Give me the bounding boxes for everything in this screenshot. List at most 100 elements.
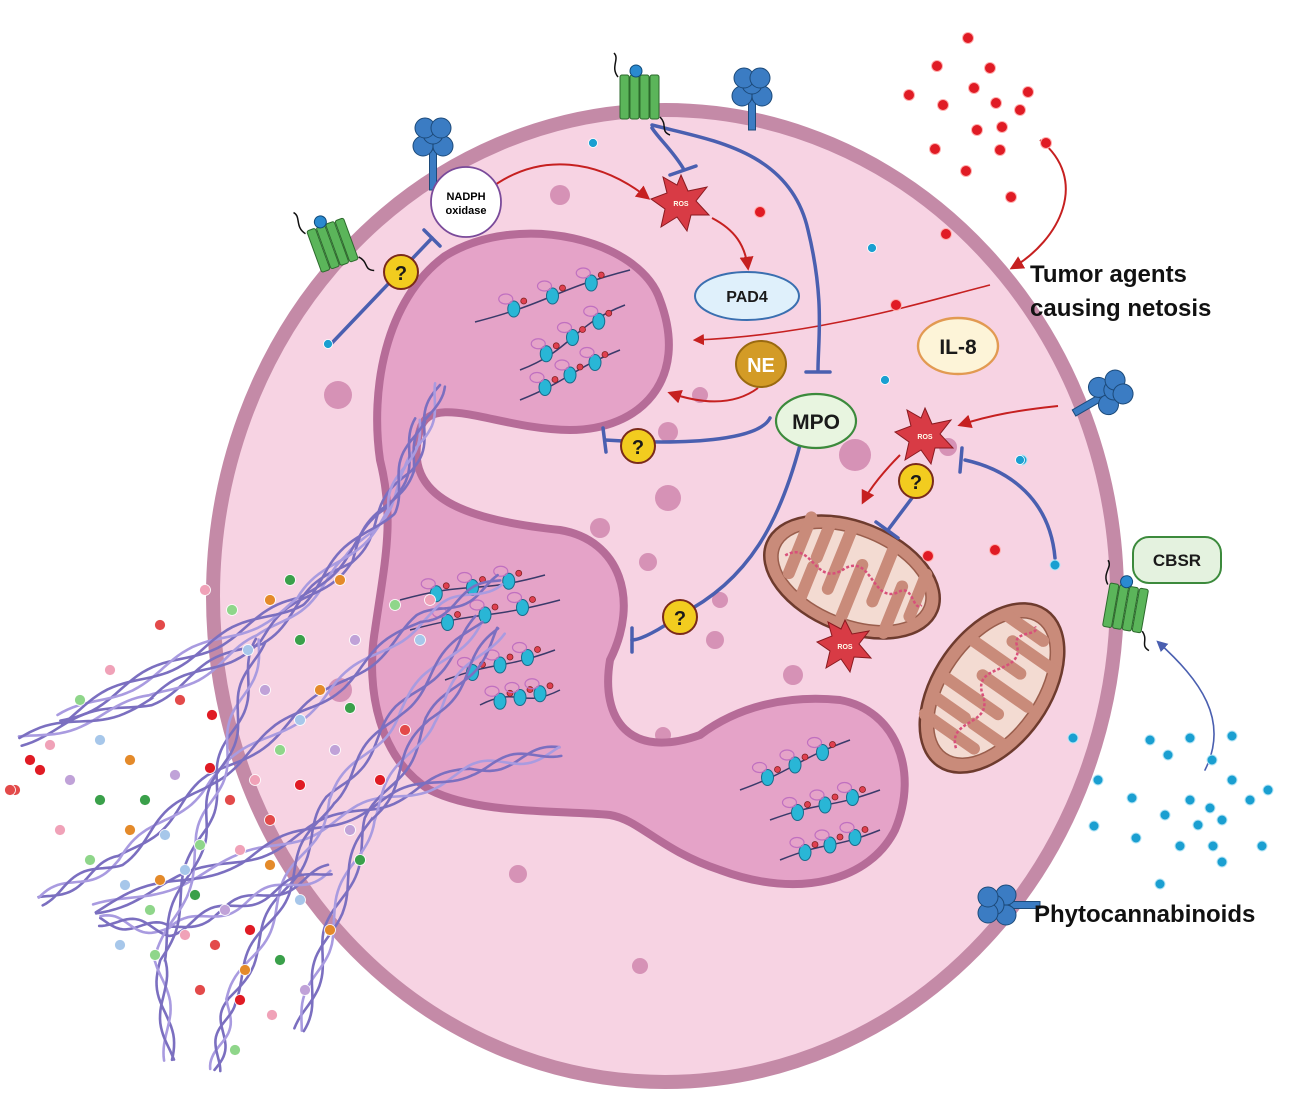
histone-mark [534, 646, 541, 653]
pathway-arrows [328, 123, 1215, 771]
phytocannabinoid-dot [1262, 784, 1274, 796]
histone-mark [829, 741, 836, 748]
n-terminus [293, 211, 306, 235]
tumor-agent-dot [989, 544, 1001, 556]
net-protein-dot [224, 794, 236, 806]
net-protein-dot [149, 949, 161, 961]
histone-mark [804, 801, 811, 808]
dna-helix-icon [37, 583, 504, 899]
histone-mark [552, 342, 560, 350]
net-protein-dot [114, 939, 126, 951]
gpcr-helix [1102, 582, 1120, 628]
net-protein-dot [264, 814, 276, 826]
phytocannabinoid-particles [1016, 454, 1274, 890]
nucleosome-icon [516, 599, 529, 616]
net-protein-dot [199, 584, 211, 596]
tumor-agent-dot [990, 97, 1002, 109]
tumor-agent-dot [962, 32, 974, 44]
dna-helix-icon [300, 632, 506, 1032]
tumor-agent-dot [960, 165, 972, 177]
il8-label: IL-8 [939, 336, 977, 359]
histone-loop [789, 836, 805, 849]
nucleosome-icon [818, 796, 832, 814]
net-protein-dot [54, 824, 66, 836]
histone-mark [559, 284, 566, 292]
tumor-agent-dot [1005, 191, 1017, 203]
ros-bottom: ROS [815, 618, 873, 674]
net-protein-dot [154, 874, 166, 886]
net-protein-dot [414, 634, 426, 646]
question-badge-icon [898, 463, 934, 499]
histone-loop [524, 678, 540, 690]
tumor-agent-particles [754, 32, 1052, 562]
histone-mark [529, 596, 536, 603]
histone-mark [551, 376, 559, 383]
nucleosome-icon [588, 354, 602, 371]
tumor-agent-dot [940, 228, 952, 240]
granule [712, 592, 728, 608]
dna-helix-icon [213, 614, 477, 1072]
granule [590, 518, 610, 538]
histone-mark [491, 603, 499, 611]
ne-node: NE [735, 340, 787, 388]
dna-helix-icon [99, 869, 332, 935]
cluster-receptor-icon [731, 67, 773, 131]
nucleosome-icon [539, 345, 553, 363]
dna-helix-icon [37, 573, 499, 899]
receptor-subunit [749, 67, 771, 89]
phytocannabinoid-dot [1049, 559, 1061, 571]
granule [655, 485, 681, 511]
phytocannabinoid-dot [1144, 734, 1156, 746]
granule [706, 631, 724, 649]
ligand-dot [1120, 575, 1134, 589]
net-protein-dot [284, 574, 296, 586]
tumor-agent-dot [903, 89, 915, 101]
histone-mark [442, 582, 450, 590]
histone-mark [520, 297, 528, 305]
c-terminus [358, 256, 375, 272]
histone-loop [779, 749, 795, 761]
ros-inhibit-mito [886, 496, 914, 532]
histone-mark [831, 793, 839, 801]
tumor-agents-label-line1: Tumor agents [1030, 261, 1187, 288]
gpcr-receptor-icon [1102, 559, 1150, 652]
cytoplasm-dot [880, 375, 890, 385]
phytocannabinoids-label: Phytocannabinoids [1034, 901, 1255, 928]
net-protein-dot [234, 844, 246, 856]
nadph-oxidase-node: NADPH oxidase [430, 166, 502, 238]
histone-mark [546, 682, 554, 690]
net-protein-dot [194, 984, 206, 996]
phytocannabinoid-dot [1092, 774, 1104, 786]
question-badge-mpo: ? [662, 599, 698, 635]
nucleosome-icon [507, 300, 521, 318]
net-protein-dot [189, 889, 201, 901]
dna-helix-icon [214, 620, 484, 1073]
question-mark: ? [395, 263, 407, 285]
histone-loop [493, 565, 509, 577]
net-protein-dot [229, 1044, 241, 1056]
question-badge-mito: ? [898, 463, 934, 499]
net-protein-dot [399, 724, 411, 736]
nucleosome-icon [788, 756, 802, 774]
net-protein-dot [119, 879, 131, 891]
question-mark: ? [674, 608, 686, 630]
receptor-subunit [1112, 383, 1134, 405]
n-terminus [1105, 559, 1110, 585]
dna-helix-icon [97, 872, 333, 938]
histone-loop [529, 371, 545, 384]
histone-loop [536, 280, 553, 292]
histone-mark [601, 351, 609, 358]
receptor-subunit [430, 117, 452, 139]
nucleosome-icon [816, 744, 829, 761]
net-protein-dot [264, 594, 276, 606]
question-mark: ? [632, 437, 644, 459]
dna-helix-icon [302, 627, 500, 1033]
histone-loop [751, 761, 768, 774]
histone-mark [576, 363, 584, 371]
histone-loop [420, 578, 436, 590]
nucleosome-icon [791, 804, 804, 821]
tumor-agent-dot [968, 82, 980, 94]
tumor-agent-dot [1040, 137, 1052, 149]
dna-helix-icon [18, 385, 447, 740]
dna-helix-icon [293, 626, 499, 1030]
